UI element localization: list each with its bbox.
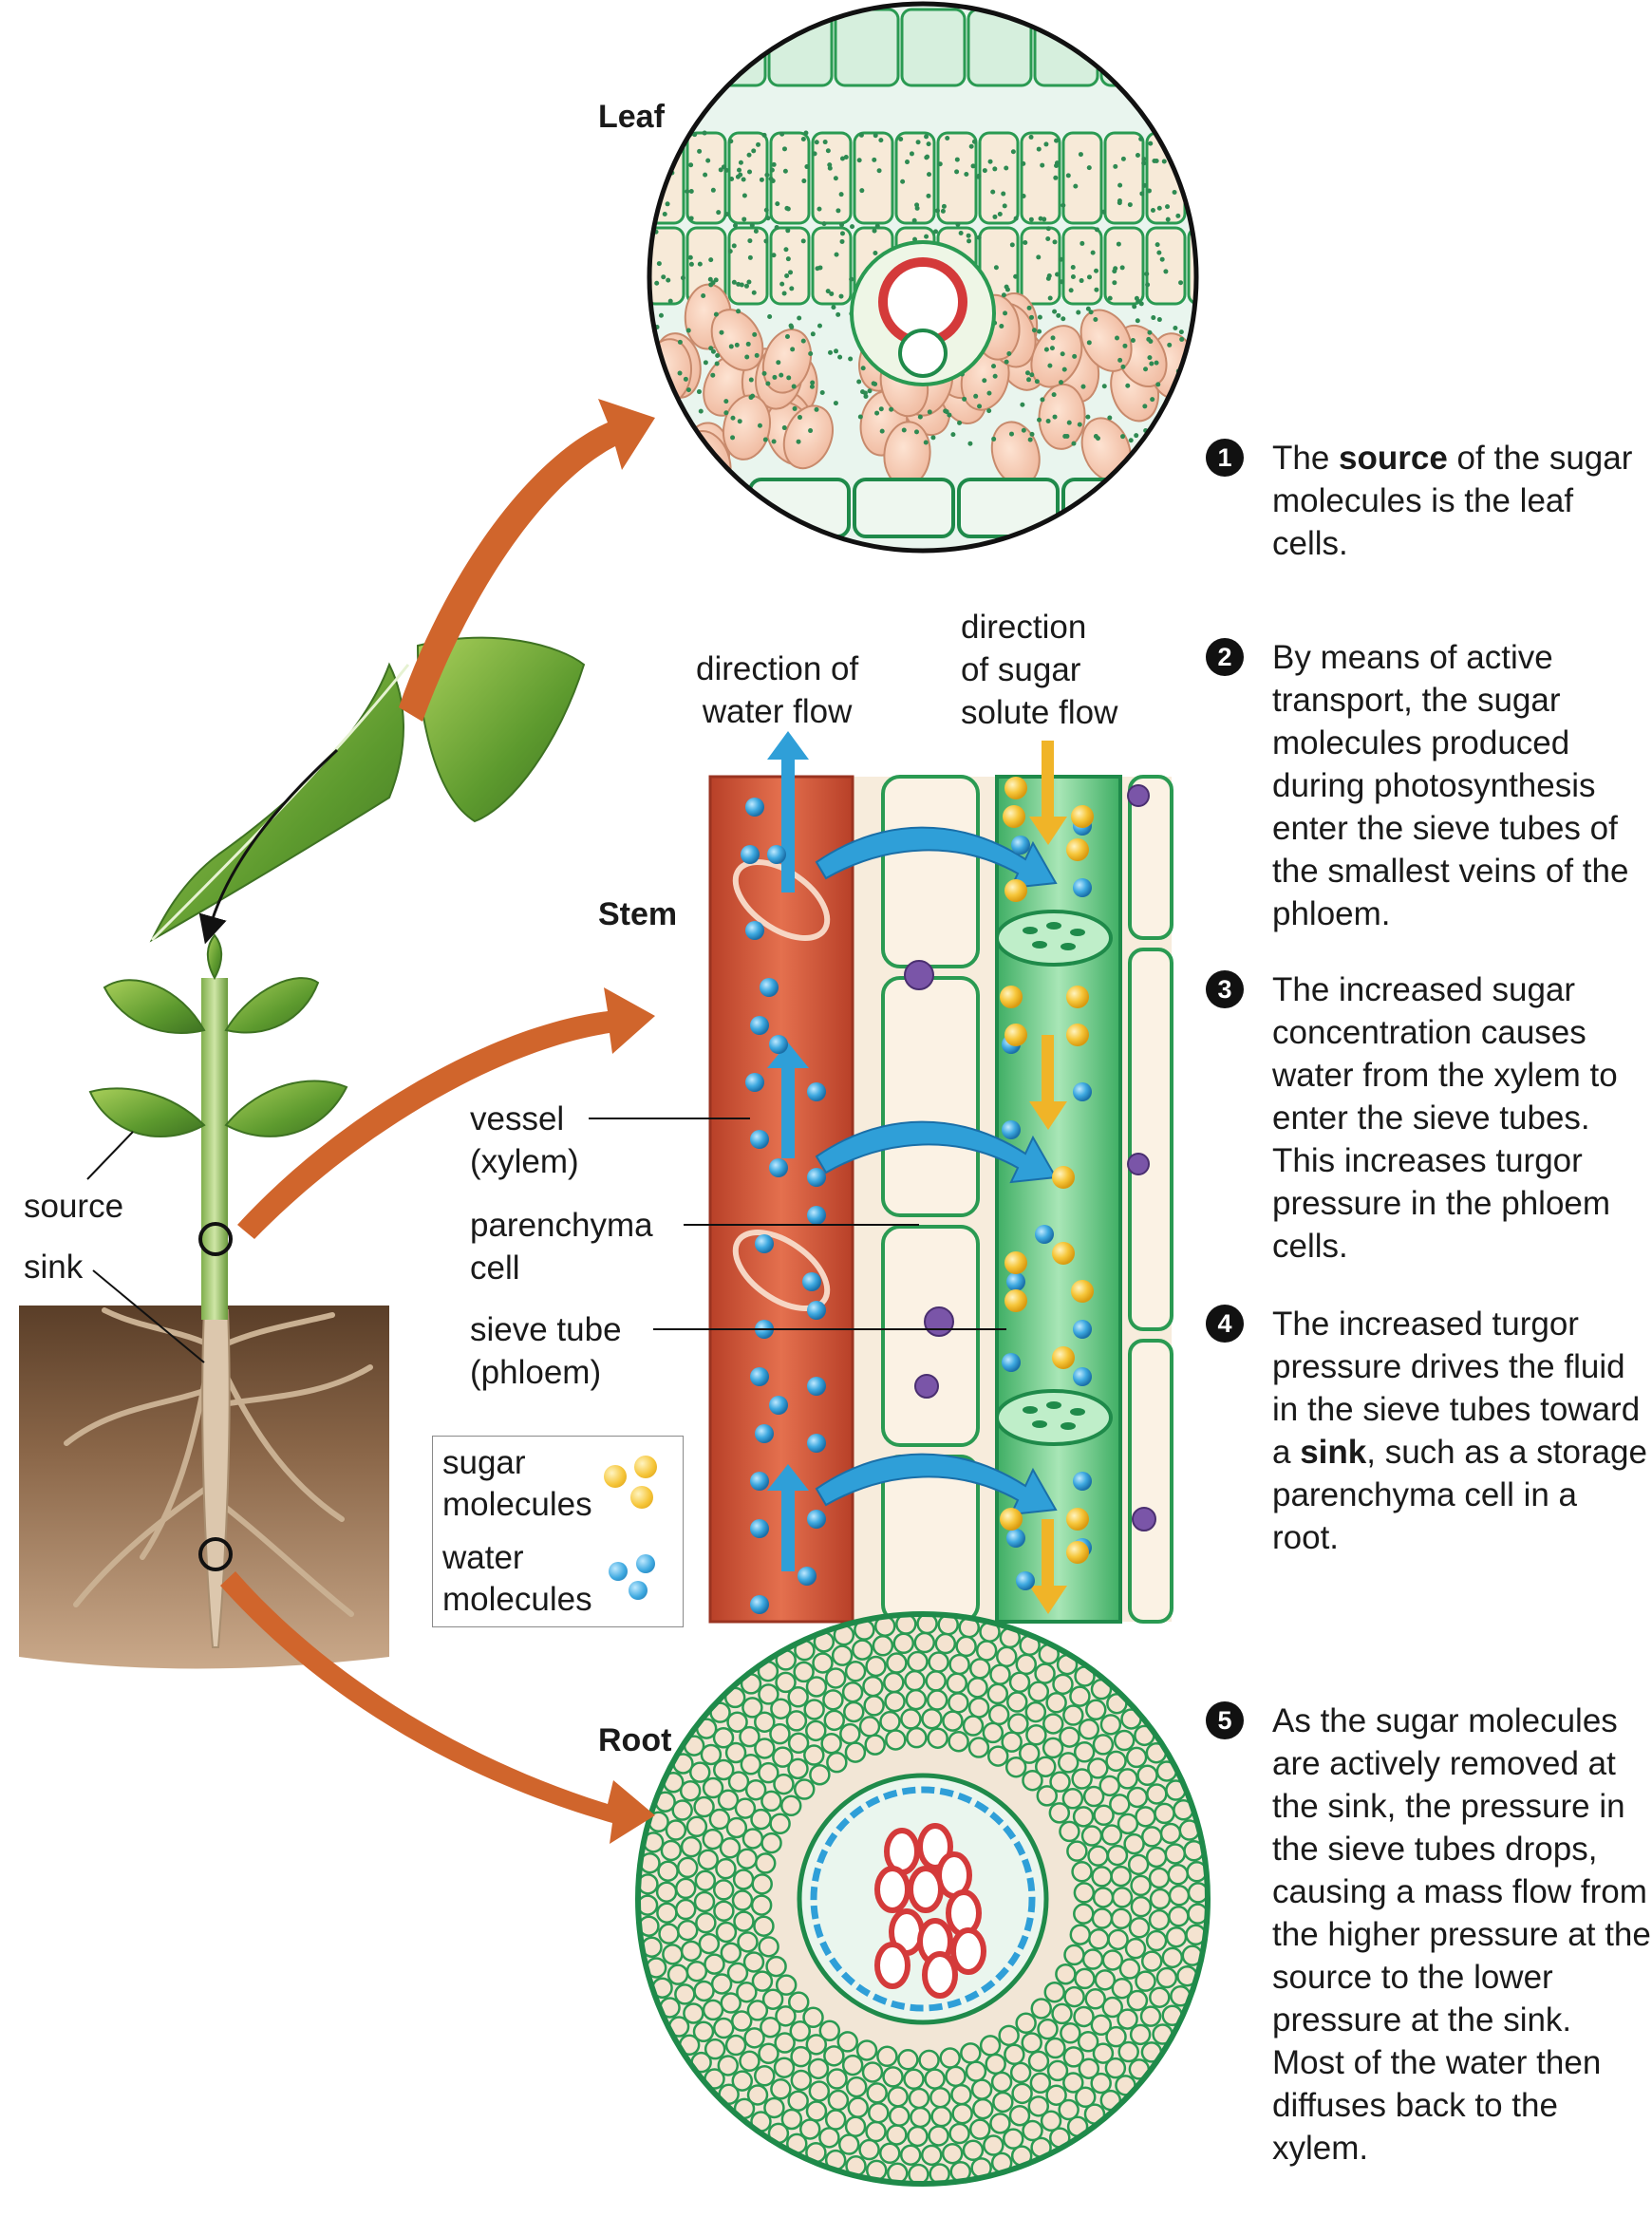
step-number-badge: 2 (1206, 638, 1244, 676)
legend-sugar-molecule-icon (634, 1456, 657, 1478)
legend-water-molecule-icon (609, 1562, 628, 1581)
root-label: Root (598, 1722, 672, 1758)
vessel-xylem-label: vessel(xylem) (470, 1100, 579, 1180)
step-number-badge: 3 (1206, 970, 1244, 1008)
step-number-badge: 4 (1206, 1305, 1244, 1343)
plant-illustration (19, 933, 389, 1669)
legend-water-molecule-icon (629, 1581, 648, 1600)
stem-tissue (589, 731, 1173, 1624)
root-cross-section (635, 1611, 1211, 2187)
legend-sugar-molecule-icon (630, 1486, 653, 1509)
source-label: source (24, 1188, 124, 1225)
flow-arrows (220, 399, 655, 1844)
stem-label: Stem (598, 896, 678, 932)
leaf-cross-section (647, 1, 1199, 554)
leaf-label: Leaf (598, 99, 665, 135)
large-leaf-illustration (149, 636, 586, 945)
step-number-badge: 5 (1206, 1701, 1244, 1739)
legend-water-molecule-icon (636, 1554, 655, 1573)
step-number-badge: 1 (1206, 439, 1244, 477)
sieve-tube-phloem-label: sieve tube(phloem) (470, 1311, 622, 1391)
legend-sugar-molecule-icon (604, 1465, 627, 1488)
sink-label: sink (24, 1249, 84, 1286)
